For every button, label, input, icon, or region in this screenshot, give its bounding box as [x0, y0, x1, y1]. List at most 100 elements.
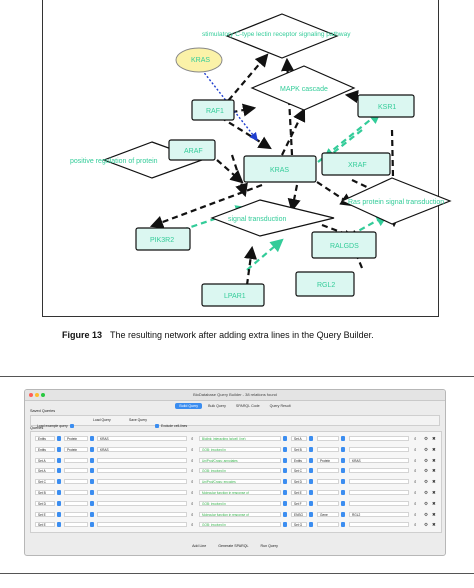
gear-icon[interactable]: ⚙: [424, 511, 429, 517]
query-field-c5[interactable]: Set A: [291, 436, 307, 441]
query-field-c1[interactable]: Set E: [35, 511, 55, 517]
query-field-c4[interactable]: GOB: involved in: [199, 522, 281, 528]
query-field-c6[interactable]: [317, 446, 339, 452]
query-field-c4[interactable]: Molecular function in response of: [199, 490, 281, 495]
delete-icon[interactable]: ✖: [432, 490, 436, 495]
query-field-c5[interactable]: Set F: [291, 500, 307, 506]
search-icon[interactable]: ⌕: [191, 500, 194, 506]
tab-query-result[interactable]: Query Result: [269, 404, 291, 408]
query-field-c2[interactable]: [64, 490, 88, 495]
dropdown-toggle[interactable]: [90, 511, 94, 517]
dropdown-toggle[interactable]: [57, 511, 61, 517]
search-icon[interactable]: ⌕: [414, 522, 417, 528]
dropdown-toggle[interactable]: [283, 436, 287, 441]
query-field-c4[interactable]: UniProt/Cross: annotates: [199, 457, 281, 463]
load-query-button[interactable]: Load Query: [93, 418, 111, 422]
dropdown-toggle[interactable]: [90, 479, 94, 485]
dropdown-toggle[interactable]: [309, 446, 313, 452]
dropdown-toggle[interactable]: [341, 522, 345, 528]
query-field-c4[interactable]: GOB: involved in: [199, 468, 281, 474]
dropdown-toggle[interactable]: [283, 511, 287, 517]
dropdown-toggle[interactable]: [90, 500, 94, 506]
query-field-c3[interactable]: [97, 522, 187, 528]
query-field-c1[interactable]: Set C: [35, 479, 55, 485]
search-icon[interactable]: ⌕: [414, 457, 417, 463]
dropdown-toggle[interactable]: [309, 500, 313, 506]
query-field-c7[interactable]: [349, 522, 409, 528]
dropdown-toggle[interactable]: [309, 479, 313, 485]
query-field-c5[interactable]: Set B: [291, 446, 307, 452]
query-field-c7[interactable]: [349, 436, 409, 441]
search-icon[interactable]: ⌕: [414, 446, 417, 452]
dropdown-toggle[interactable]: [283, 522, 287, 528]
query-field-c3[interactable]: [97, 468, 187, 474]
load-example-toggle[interactable]: [69, 423, 74, 428]
tab-build-query[interactable]: Build Query: [175, 403, 203, 409]
gear-icon[interactable]: ⚙: [424, 522, 429, 528]
dropdown-toggle[interactable]: [283, 446, 287, 452]
query-field-c2[interactable]: [64, 468, 88, 474]
dropdown-toggle[interactable]: [57, 457, 61, 463]
query-field-c6[interactable]: Gene: [317, 511, 339, 517]
query-field-c6[interactable]: [317, 468, 339, 474]
search-icon[interactable]: ⌕: [191, 457, 194, 463]
query-field-c4[interactable]: GOB: involved in: [199, 446, 281, 452]
dropdown-toggle[interactable]: [341, 511, 345, 517]
delete-icon[interactable]: ✖: [432, 511, 436, 517]
query-field-c5[interactable]: Entity: [291, 457, 307, 463]
dropdown-toggle[interactable]: [341, 468, 345, 474]
query-field-c5[interactable]: ENSG: [291, 511, 307, 517]
query-field-c2[interactable]: [64, 457, 88, 463]
search-icon[interactable]: ⌕: [191, 479, 194, 485]
gear-icon[interactable]: ⚙: [424, 490, 429, 495]
query-field-c6[interactable]: [317, 500, 339, 506]
delete-icon[interactable]: ✖: [432, 436, 436, 441]
query-field-c3[interactable]: [97, 500, 187, 506]
close-window-button[interactable]: [29, 393, 33, 397]
query-field-c5[interactable]: Set C: [291, 468, 307, 474]
query-field-c3[interactable]: [97, 457, 187, 463]
dropdown-toggle[interactable]: [341, 436, 345, 441]
delete-icon[interactable]: ✖: [432, 500, 436, 506]
dropdown-toggle[interactable]: [309, 436, 313, 441]
delete-icon[interactable]: ✖: [432, 446, 436, 452]
minimize-window-button[interactable]: [35, 393, 39, 397]
generate-sparql-button[interactable]: Generate SPARQL: [218, 544, 249, 548]
query-field-c3[interactable]: [97, 479, 187, 485]
dropdown-toggle[interactable]: [341, 500, 345, 506]
dropdown-toggle[interactable]: [57, 446, 61, 452]
query-field-c3[interactable]: [97, 511, 187, 517]
query-field-c7[interactable]: RGL2: [349, 511, 409, 517]
dropdown-toggle[interactable]: [341, 490, 345, 495]
query-field-c7[interactable]: [349, 468, 409, 474]
dropdown-toggle[interactable]: [341, 479, 345, 485]
dropdown-toggle[interactable]: [309, 511, 313, 517]
query-field-c2[interactable]: [64, 511, 88, 517]
query-field-c3[interactable]: KRAS: [97, 446, 187, 452]
dropdown-toggle[interactable]: [309, 468, 313, 474]
search-icon[interactable]: ⌕: [414, 490, 417, 495]
query-field-c4[interactable]: GOB: involved in: [199, 500, 281, 506]
dropdown-toggle[interactable]: [341, 446, 345, 452]
query-field-c1[interactable]: Set E: [35, 522, 55, 528]
dropdown-toggle[interactable]: [57, 479, 61, 485]
dropdown-toggle[interactable]: [57, 490, 61, 495]
dropdown-toggle[interactable]: [283, 468, 287, 474]
query-field-c7[interactable]: [349, 479, 409, 485]
search-icon[interactable]: ⌕: [191, 436, 194, 441]
dropdown-toggle[interactable]: [90, 457, 94, 463]
dropdown-toggle[interactable]: [283, 500, 287, 506]
search-icon[interactable]: ⌕: [414, 479, 417, 485]
zoom-window-button[interactable]: [41, 393, 45, 397]
gear-icon[interactable]: ⚙: [424, 446, 429, 452]
load-example-dropdown[interactable]: Load example query: [37, 423, 68, 428]
dropdown-toggle[interactable]: [90, 436, 94, 441]
query-field-c1[interactable]: Set B: [35, 490, 55, 495]
exclude-cell-lines-checkbox[interactable]: [155, 423, 159, 428]
query-field-c7[interactable]: [349, 446, 409, 452]
dropdown-toggle[interactable]: [90, 446, 94, 452]
query-field-c7[interactable]: [349, 490, 409, 495]
gear-icon[interactable]: ⚙: [424, 436, 429, 441]
dropdown-toggle[interactable]: [309, 490, 313, 495]
gear-icon[interactable]: ⚙: [424, 500, 429, 506]
